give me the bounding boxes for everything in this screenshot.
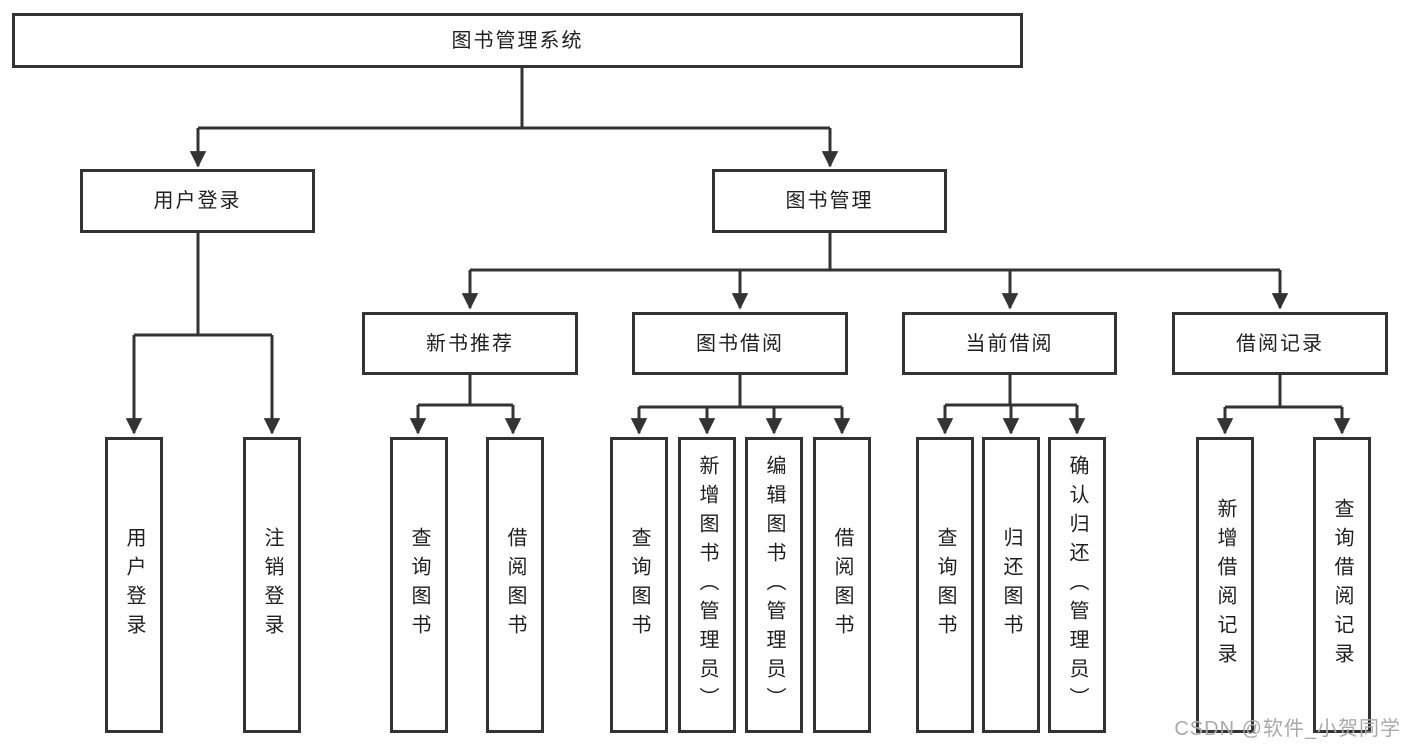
connector-user-login-trunk: [134, 233, 272, 337]
leaf-rec-borrow-book-label: 借阅图书: [504, 527, 526, 643]
leaf-br-add-record-label: 新增借阅记录: [1214, 498, 1236, 672]
node-book-borrowing: 图书借阅: [632, 312, 848, 375]
node-root: 图书管理系统: [12, 13, 1023, 68]
node-book-management-label: 图书管理: [785, 190, 874, 212]
leaf-cb-query-book: 查询图书: [916, 437, 974, 733]
leaf-cb-confirm-return-admin-label: 确认归还（管理员）: [1066, 454, 1088, 716]
connector-borrow-record-trunk: [1225, 375, 1342, 409]
leaf-br-add-record: 新增借阅记录: [1196, 437, 1254, 733]
connector-root-trunk: [198, 68, 830, 130]
node-current-borrowing: 当前借阅: [902, 312, 1117, 375]
leaf-cb-query-book-label: 查询图书: [934, 527, 956, 643]
connector-new-book-rec-trunk: [418, 375, 513, 407]
leaf-br-query-record: 查询借阅记录: [1313, 437, 1371, 733]
connector-book-borrow-trunk: [639, 375, 842, 409]
leaf-rec-borrow-book: 借阅图书: [486, 437, 544, 733]
leaf-user-login: 用户登录: [105, 437, 163, 733]
node-borrow-records: 借阅记录: [1172, 312, 1388, 375]
leaf-user-login-label: 用户登录: [123, 527, 145, 643]
leaf-rec-query-book: 查询图书: [390, 437, 448, 733]
leaf-bb-query-book: 查询图书: [610, 437, 668, 733]
leaf-bb-edit-book-admin-label: 编辑图书（管理员）: [763, 454, 785, 716]
leaf-bb-borrow-book: 借阅图书: [813, 437, 871, 733]
connector-book-mgmt-trunk: [470, 233, 1280, 272]
node-book-management: 图书管理: [712, 169, 947, 233]
node-user-login: 用户登录: [80, 169, 315, 233]
node-new-book-recommend-label: 新书推荐: [426, 332, 514, 355]
leaf-cb-return-book-label: 归还图书: [1000, 527, 1022, 643]
leaf-bb-add-book-admin: 新增图书（管理员）: [678, 437, 736, 733]
leaf-bb-borrow-book-label: 借阅图书: [831, 527, 853, 643]
leaf-cb-confirm-return-admin: 确认归还（管理员）: [1048, 437, 1106, 733]
leaf-br-query-record-label: 查询借阅记录: [1331, 498, 1353, 672]
leaf-cb-return-book: 归还图书: [982, 437, 1040, 733]
leaf-rec-query-book-label: 查询图书: [408, 527, 430, 643]
leaf-bb-edit-book-admin: 编辑图书（管理员）: [745, 437, 803, 733]
leaf-bb-add-book-admin-label: 新增图书（管理员）: [696, 454, 718, 716]
csdn-watermark: CSDN @软件_小贺同学: [1174, 718, 1401, 740]
leaf-logout-label: 注销登录: [261, 527, 283, 643]
node-current-borrowing-label: 当前借阅: [965, 332, 1054, 355]
connector-current-borrow-trunk: [945, 375, 1077, 407]
leaf-logout: 注销登录: [243, 437, 301, 733]
node-book-borrowing-label: 图书借阅: [696, 332, 784, 355]
node-root-label: 图书管理系统: [451, 29, 584, 52]
leaf-bb-query-book-label: 查询图书: [628, 527, 650, 643]
node-user-login-label: 用户登录: [153, 190, 242, 212]
node-new-book-recommend: 新书推荐: [362, 312, 578, 375]
node-borrow-records-label: 借阅记录: [1236, 332, 1324, 355]
